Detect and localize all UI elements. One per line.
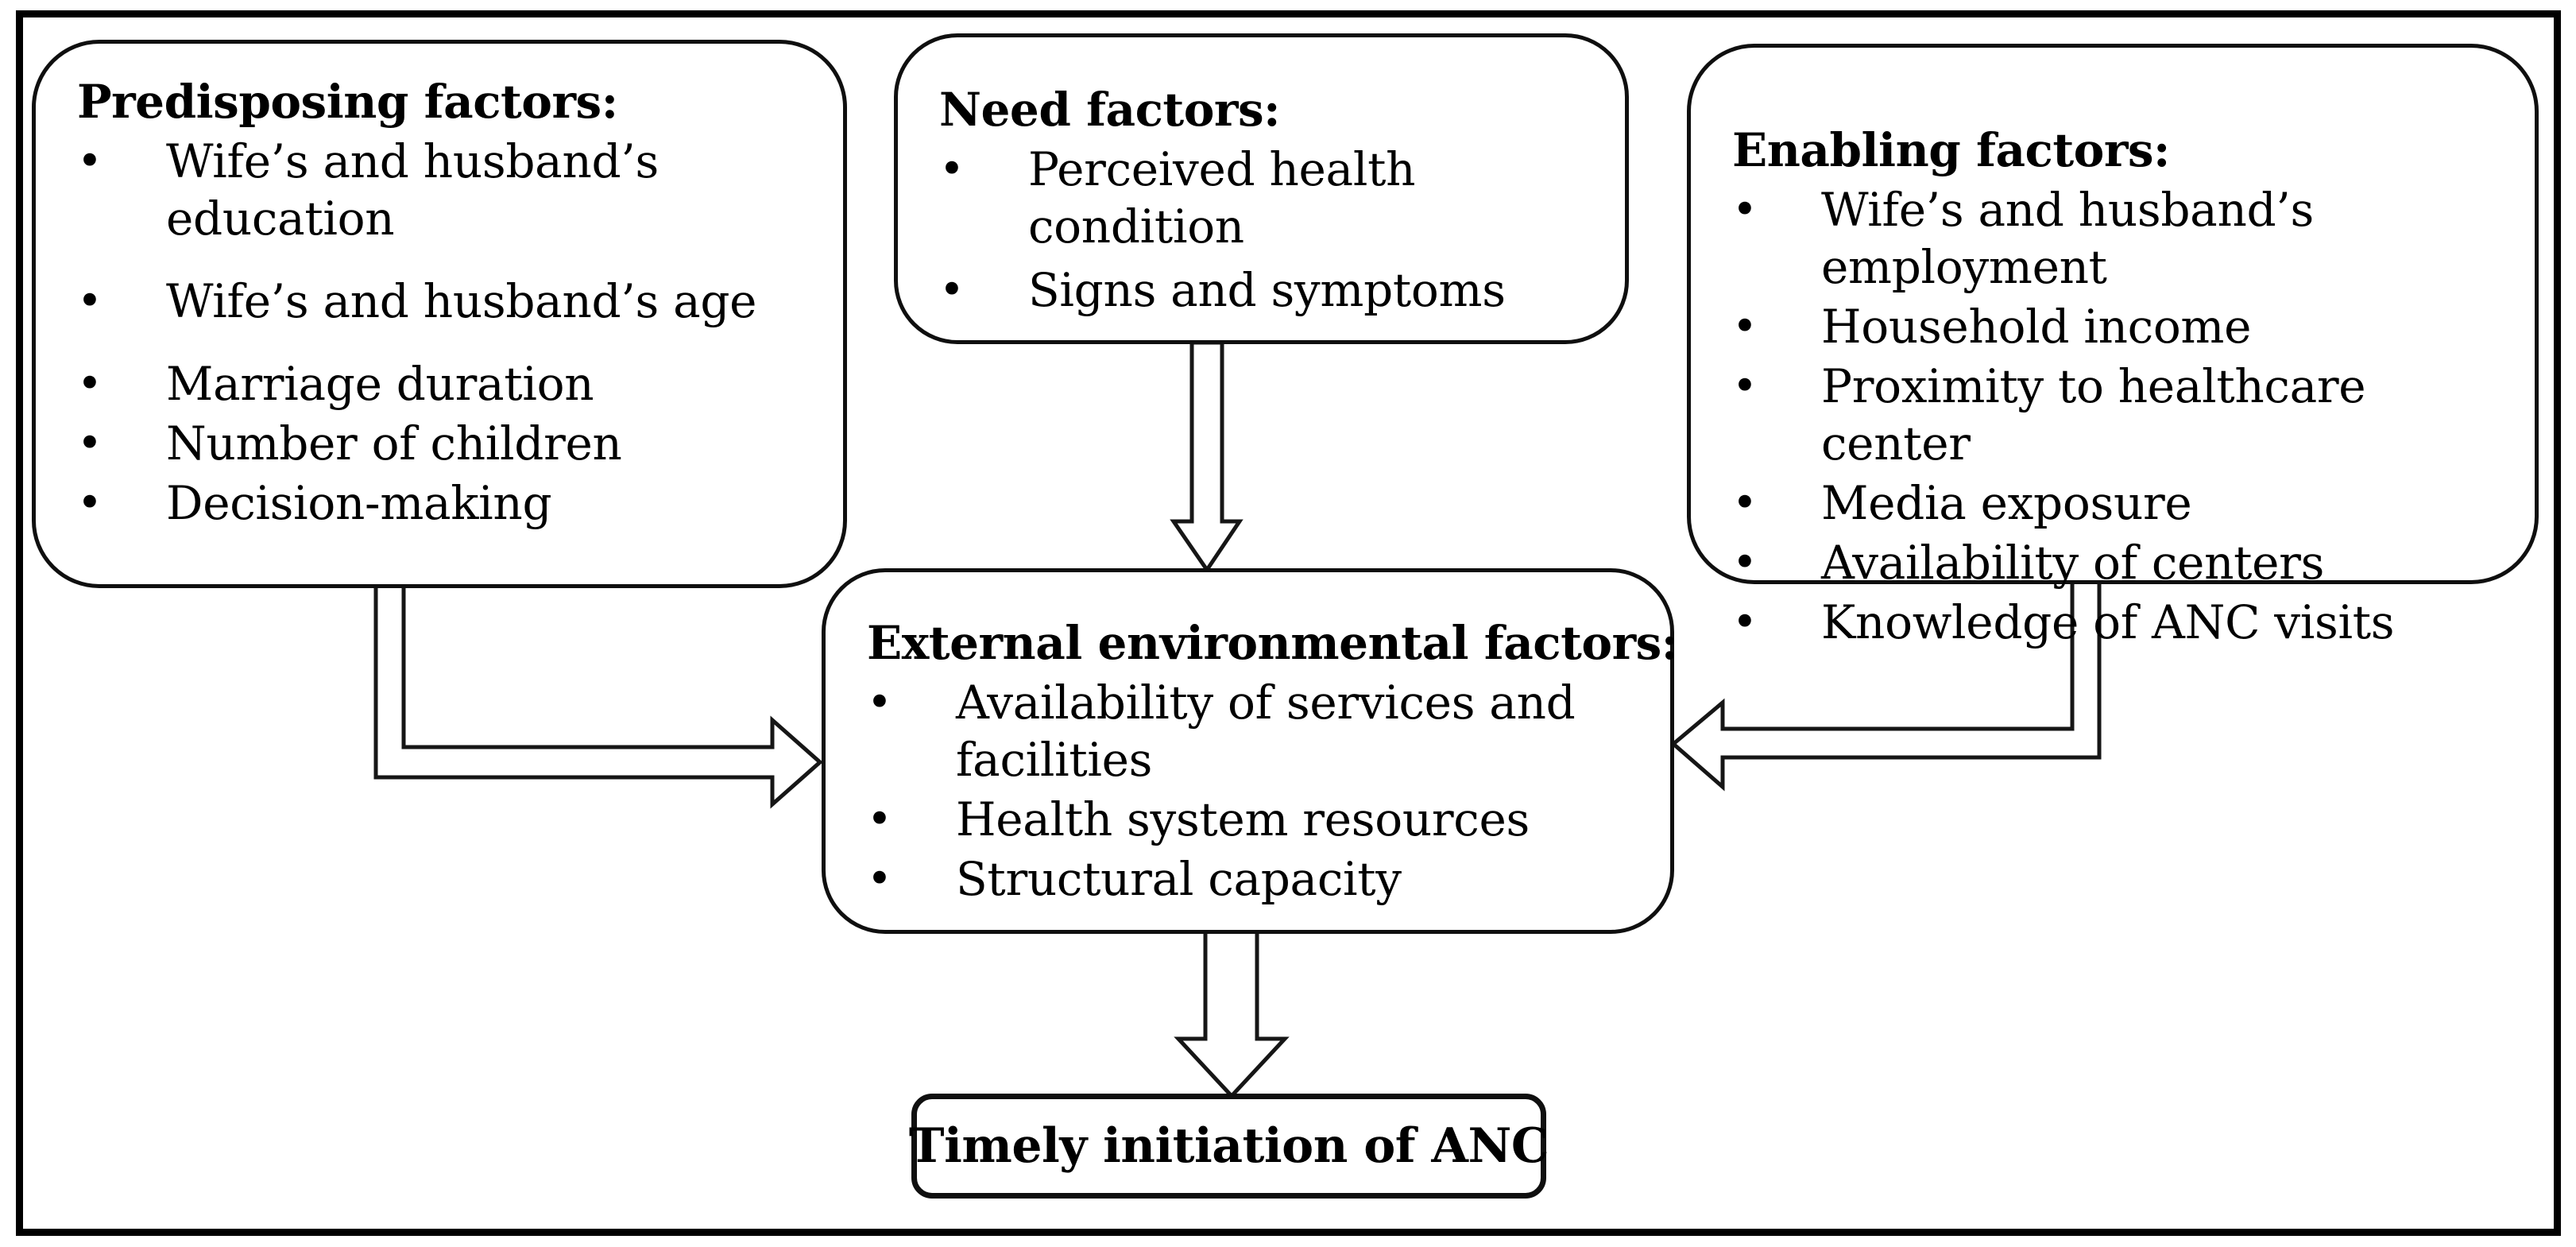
bullet-icon: • <box>77 358 102 409</box>
arrow-external-to-outcome <box>1174 928 1290 1099</box>
list-item: • Marriage duration <box>77 355 834 412</box>
list-item: • Health system resources <box>867 791 1661 848</box>
bullet-text: Proximity to healthcare center <box>1821 359 2366 471</box>
list-item: • Perceived health condition <box>939 141 1615 255</box>
bullet-icon: • <box>867 854 892 904</box>
enabling-title: Enabling factors: <box>1732 123 2170 177</box>
bullet-text: Number of children <box>166 416 622 471</box>
list-item: • Media exposure <box>1732 474 2525 532</box>
bullet-text: Availability of centers <box>1821 536 2325 590</box>
external-title: External environmental factors: <box>867 616 1678 670</box>
list-item: • Signs and symptoms <box>939 261 1615 319</box>
list-item: • Proximity to healthcare center <box>1732 358 2525 472</box>
arrow-enabling-to-external <box>1670 579 2102 792</box>
box-external-environmental-factors: External environmental factors: • Availa… <box>822 568 1678 934</box>
predisposing-list: • Wife’s and husband’s education • Wife’… <box>77 133 834 532</box>
bullet-icon: • <box>939 144 965 194</box>
bullet-text: Decision-making <box>166 476 552 530</box>
list-item: • Availability of services and facilitie… <box>867 674 1661 788</box>
bullet-text: Perceived health condition <box>1028 142 1416 254</box>
bullet-text: Knowledge of ANC visits <box>1821 595 2395 649</box>
list-item: • Number of children <box>77 415 834 472</box>
predisposing-title: Predisposing factors: <box>77 75 618 129</box>
bullet-text: Marriage duration <box>166 357 594 411</box>
bullet-icon: • <box>77 276 102 326</box>
bullet-text: Health system resources <box>956 792 1530 846</box>
box-predisposing-factors: Predisposing factors: • Wife’s and husba… <box>32 40 847 588</box>
arrow-predisposing-to-external <box>373 583 823 809</box>
arrow-need-to-external <box>1170 340 1244 574</box>
bullet-text: Wife’s and husband’s employment <box>1821 183 2314 294</box>
box-outcome: Timely initiation of ANC <box>908 1094 1549 1199</box>
bullet-icon: • <box>77 136 102 186</box>
bullet-text: Structural capacity <box>956 852 1402 906</box>
box-enabling-factors: Enabling factors: • Wife’s and husband’s… <box>1687 44 2539 649</box>
list-item: • Wife’s and husband’s employment <box>1732 181 2525 296</box>
bullet-icon: • <box>939 265 965 315</box>
bullet-icon: • <box>1732 361 1758 411</box>
bullet-icon: • <box>867 677 892 727</box>
need-list: • Perceived health condition • Signs and… <box>939 141 1615 319</box>
external-list: • Availability of services and facilitie… <box>867 674 1661 908</box>
list-item: • Wife’s and husband’s education <box>77 133 834 247</box>
bullet-text: Household income <box>1821 300 2252 354</box>
need-title: Need factors: <box>939 83 1281 137</box>
bullet-text: Availability of services and facilities <box>956 676 1576 787</box>
bullet-icon: • <box>1732 478 1758 528</box>
box-need-factors: Need factors: • Perceived health conditi… <box>894 33 1629 344</box>
bullet-icon: • <box>867 794 892 844</box>
bullet-icon: • <box>1732 301 1758 351</box>
bullet-icon: • <box>1732 597 1758 647</box>
outer-border <box>16 10 2561 1236</box>
enabling-list: • Wife’s and husband’s employment • Hous… <box>1732 181 2525 651</box>
bullet-text: Wife’s and husband’s age <box>166 274 757 328</box>
list-item: • Knowledge of ANC visits <box>1732 594 2525 651</box>
bullet-icon: • <box>1732 184 1758 234</box>
list-item: • Household income <box>1732 298 2525 355</box>
bullet-icon: • <box>77 418 102 468</box>
bullet-icon: • <box>77 478 102 528</box>
bullet-text: Wife’s and husband’s education <box>166 134 659 246</box>
bullet-icon: • <box>1732 537 1758 587</box>
outcome-label: Timely initiation of ANC <box>908 1118 1549 1174</box>
list-item: • Structural capacity <box>867 850 1661 908</box>
list-item: • Decision-making <box>77 474 834 532</box>
list-item: • Availability of centers <box>1732 534 2525 591</box>
bullet-text: Signs and symptoms <box>1028 263 1506 317</box>
list-item: • Wife’s and husband’s age <box>77 273 834 330</box>
bullet-text: Media exposure <box>1821 476 2192 530</box>
